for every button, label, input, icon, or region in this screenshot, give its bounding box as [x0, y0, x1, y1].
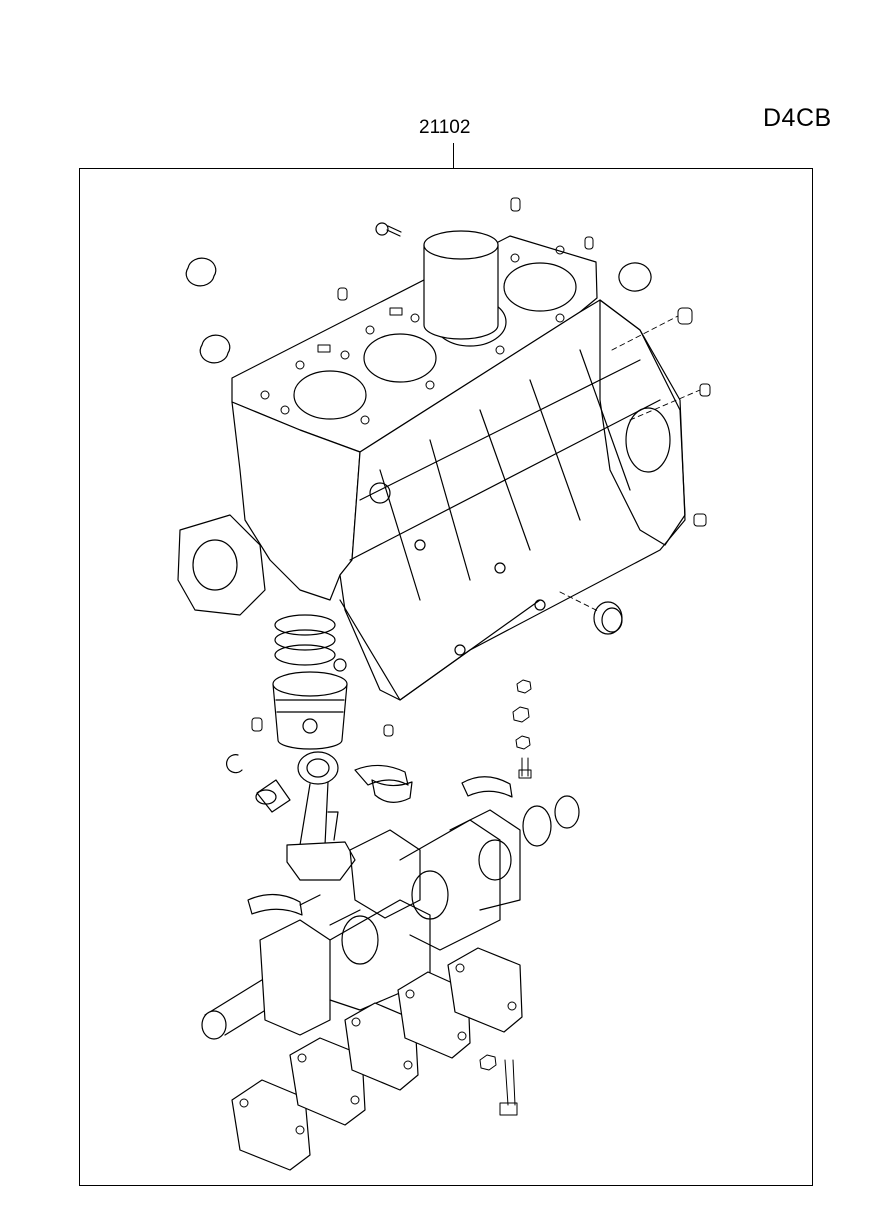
leader-dashed-line: [560, 316, 700, 612]
crankshaft[interactable]: [202, 810, 520, 1039]
block-bolt[interactable]: [376, 223, 401, 236]
welch-plug[interactable]: [186, 258, 651, 363]
assembly-part-number[interactable]: 21102: [419, 117, 471, 138]
bolt[interactable]: [500, 758, 531, 1115]
piston-pin-clip[interactable]: [227, 755, 242, 773]
cylinder-liner[interactable]: [424, 231, 498, 339]
engine-code-label: D4CB: [763, 104, 832, 132]
connecting-rod[interactable]: [287, 752, 355, 880]
part-number-leader-line: [453, 143, 454, 169]
piston[interactable]: [273, 672, 347, 749]
nut[interactable]: [480, 680, 531, 1070]
thrust-ring[interactable]: [523, 796, 579, 846]
oil-seal[interactable]: [594, 602, 622, 634]
piston-pin[interactable]: [256, 780, 290, 812]
piston-rings[interactable]: [275, 615, 335, 665]
main-bearing-cap[interactable]: [232, 948, 522, 1170]
bearing-cap-bolt-hole: [240, 964, 516, 1134]
cylinder-block[interactable]: [178, 236, 685, 700]
bearing-shell[interactable]: [248, 765, 512, 915]
assembly-frame: [79, 168, 813, 1186]
